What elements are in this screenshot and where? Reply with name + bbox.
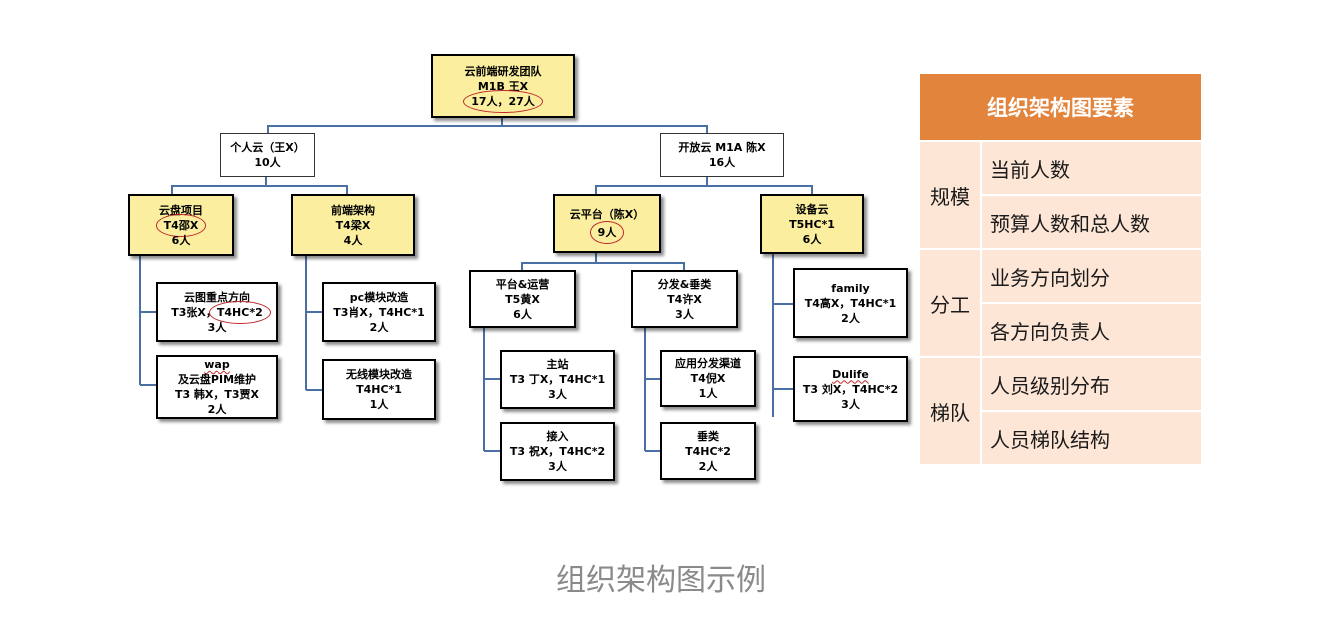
headcount-circled: 9人 <box>589 221 624 244</box>
hc-circled: T4HC*2 <box>208 300 271 324</box>
connector-ops-l4 <box>483 328 500 452</box>
org-node-vertical: 垂类 T4HC*2 2人 <box>660 422 756 480</box>
org-node-cloud-disk: 云盘项目 T4邵X 6人 <box>128 194 234 256</box>
org-node-cloud-album: 云图重点方向 T3张X，T4HC*2 3人 <box>156 282 278 342</box>
org-node-access: 接入 T3 祝X，T4HC*2 3人 <box>500 422 615 481</box>
org-node-platform-ops: 平台&运营 T5黄X 6人 <box>469 270 576 328</box>
org-node-frontend-arch: 前端架构 T4梁X 4人 <box>291 194 415 256</box>
org-node-app-channel: 应用分发渠道 T4倪X 1人 <box>660 350 756 407</box>
legend-item: 业务方向划分 <box>982 250 1201 302</box>
connector-clouddisk-l3 <box>139 256 156 386</box>
connector-frontend-l3 <box>305 256 322 391</box>
legend-category-tiers: 梯队 <box>920 358 980 464</box>
org-node-wireless-module: 无线模块改造 T4HC*1 1人 <box>322 359 436 420</box>
org-node-dulife: Dulife T3 刘X，T4HC*2 3人 <box>793 356 908 422</box>
headcount-circled: 17人，27人 <box>463 89 543 113</box>
org-node-pc-module: pc模块改造 T3肖X，T4HC*1 2人 <box>322 282 436 342</box>
org-node-dist-vertical: 分发&垂类 T4许X 3人 <box>631 270 738 328</box>
leader-circled: T4邵X <box>155 213 206 237</box>
org-node-personal-cloud: 个人云（王X） 10人 <box>220 133 315 177</box>
legend-item: 各方向负责人 <box>982 304 1201 356</box>
legend-item: 人员梯队结构 <box>982 412 1201 464</box>
connector-open-l2 <box>595 177 813 194</box>
connector-root-l1 <box>267 118 708 133</box>
org-node-cloud-platform: 云平台（陈X） 9人 <box>553 194 661 253</box>
connector-dist-l4 <box>644 328 660 452</box>
connector-personal-l2 <box>171 177 348 194</box>
legend-title: 组织架构图要素 <box>920 74 1201 140</box>
org-node-open-cloud: 开放云 M1A 陈X 16人 <box>660 133 784 177</box>
org-node-main-site: 主站 T3 丁X，T4HC*1 3人 <box>500 350 615 409</box>
legend-item: 人员级别分布 <box>982 358 1201 410</box>
org-node-root: 云前端研发团队 M1B 王X 17人，27人 <box>431 54 575 118</box>
connector-platform-l3 <box>521 253 685 270</box>
legend-category-scale: 规模 <box>920 142 980 248</box>
org-node-device-cloud: 设备云 T5HC*1 6人 <box>760 194 864 254</box>
figure-caption: 组织架构图示例 <box>556 563 766 598</box>
legend-item: 预算人数和总人数 <box>982 196 1201 248</box>
org-node-family: family T4高X，T4HC*1 2人 <box>793 268 908 338</box>
legend-table: 组织架构图要素 规模 当前人数 预算人数和总人数 分工 业务方向划分 各方向负责… <box>920 74 1201 464</box>
connector-device-l3 <box>772 254 793 417</box>
legend-item: 当前人数 <box>982 142 1201 194</box>
legend-category-division: 分工 <box>920 250 980 356</box>
